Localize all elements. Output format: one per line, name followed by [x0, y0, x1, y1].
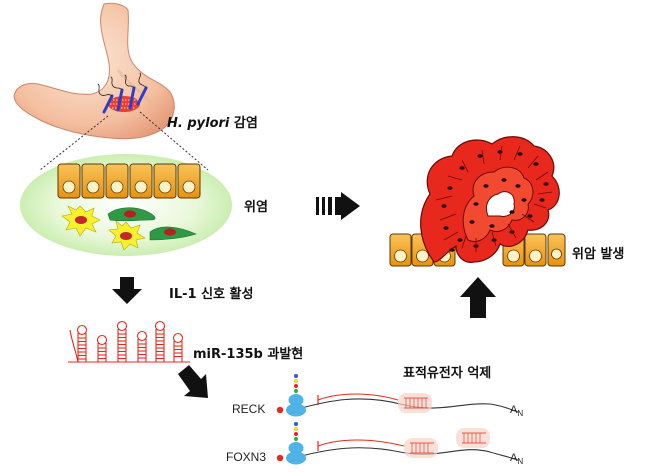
tumor-nucleus [533, 162, 539, 166]
base-epithelial-cell [389, 233, 412, 267]
gastritis-label: 위염 [244, 200, 268, 215]
tumor-nucleus [543, 182, 549, 186]
tumor-nucleus [469, 220, 475, 224]
mrna-foxn3 [276, 422, 519, 465]
base-epithelial-cell [547, 233, 566, 267]
mir135b-label: miR-135b 과발현 [193, 347, 304, 362]
infection-word: 감염 [233, 116, 258, 131]
inflammatory-cells [61, 205, 197, 251]
mirna-tail [69, 329, 79, 363]
tumor-nucleus [457, 238, 463, 242]
tumor-nucleus [539, 198, 545, 202]
tumor-nucleus [521, 198, 527, 202]
base-epithelial-cell [524, 233, 547, 267]
tumor-nucleus [473, 202, 479, 206]
tumor-nucleus [501, 178, 507, 182]
mirna-hairpin [154, 320, 166, 362]
epithelial-cell-row [57, 163, 201, 199]
h-pylori-species: H. pylori [167, 116, 230, 131]
infection-label: H. pylori 감염 [167, 112, 258, 131]
tumor-nucleus [441, 204, 447, 208]
mirna-binding-site [456, 428, 490, 448]
mirna-hairpin [116, 320, 128, 362]
epithelial-cell [177, 163, 201, 199]
mirna-binding-site [404, 438, 438, 458]
il1-signal-label: IL-1 신호 활성 [169, 287, 254, 302]
tumor-nucleus [515, 184, 521, 188]
target-repression-label: 표적유전자 억제 [403, 366, 492, 381]
tumor-nucleus [509, 210, 515, 214]
mirna-hairpin [76, 324, 88, 362]
tumor-cell-borders [435, 145, 553, 252]
zoom-lines [39, 111, 209, 171]
cap-dot [276, 406, 284, 414]
epithelial-cell [153, 163, 177, 199]
repression-line [317, 393, 399, 401]
epithelial-cell [105, 163, 129, 199]
mirna-hairpin [136, 330, 148, 362]
mirna-binding-site [398, 393, 432, 413]
mirna-hairpins [68, 320, 190, 363]
tumor-nucleus [483, 184, 489, 188]
peptide-chain [294, 422, 298, 441]
polya-tail-foxn3: AN [510, 452, 524, 467]
tumor-nucleus [447, 186, 453, 190]
tumor-nucleus [527, 214, 533, 218]
arrow-to-cancer [316, 192, 360, 220]
tumor-nucleus [489, 224, 495, 228]
peptide-chain [294, 374, 298, 393]
gene-label-reck: RECK [232, 402, 266, 416]
epithelial-cell [81, 163, 105, 199]
gastric-cancer-label: 위암 발생 [572, 247, 625, 262]
arrow-down-il1 [112, 277, 142, 304]
ribosome-small [286, 451, 306, 465]
tumor-nuclei [441, 150, 549, 252]
tumor-nucleus [459, 166, 465, 170]
tumor-nucleus [517, 152, 523, 156]
epithelial-cell [57, 163, 81, 199]
ribosome-large [288, 394, 304, 406]
ribosome-small [286, 403, 306, 417]
tumor-nucleus [477, 154, 483, 158]
epithelial-cell [129, 163, 153, 199]
gastric-tumor [389, 136, 566, 267]
cap-dot [276, 454, 284, 462]
gastritis-inset [20, 154, 232, 256]
mrna-reck [276, 374, 519, 417]
ribosome-large [288, 442, 304, 454]
mirna-hairpin [96, 334, 108, 362]
infection-site [108, 96, 140, 112]
tumor-nucleus [443, 226, 449, 230]
h-pylori-bacteria [97, 72, 148, 114]
gene-label-foxn3: FOXN3 [226, 450, 267, 464]
stomach-illustration [13, 2, 175, 140]
tumor-nucleus [497, 150, 503, 154]
repression-line [317, 439, 405, 447]
tumor-nucleus [449, 248, 455, 252]
arrow-diagonal-mir [178, 365, 208, 398]
mirna-hairpin [172, 332, 184, 362]
arrow-up-cancer [460, 277, 496, 318]
polya-tail-reck: AN [510, 404, 524, 419]
